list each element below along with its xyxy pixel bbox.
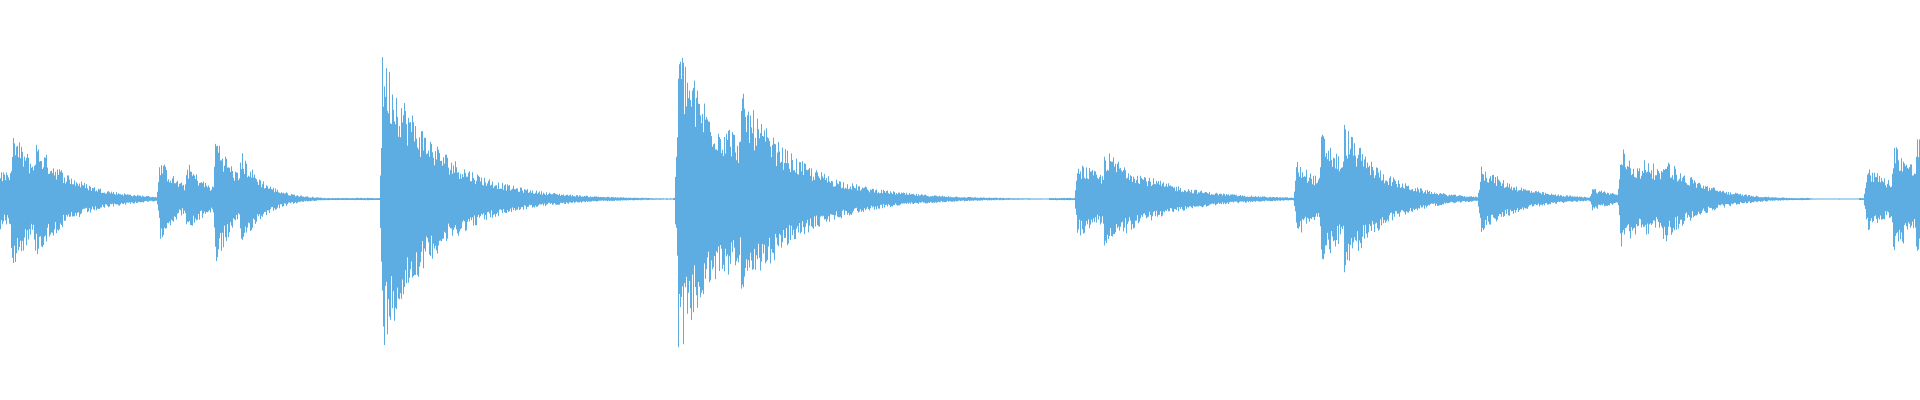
waveform-lines xyxy=(0,57,1920,348)
